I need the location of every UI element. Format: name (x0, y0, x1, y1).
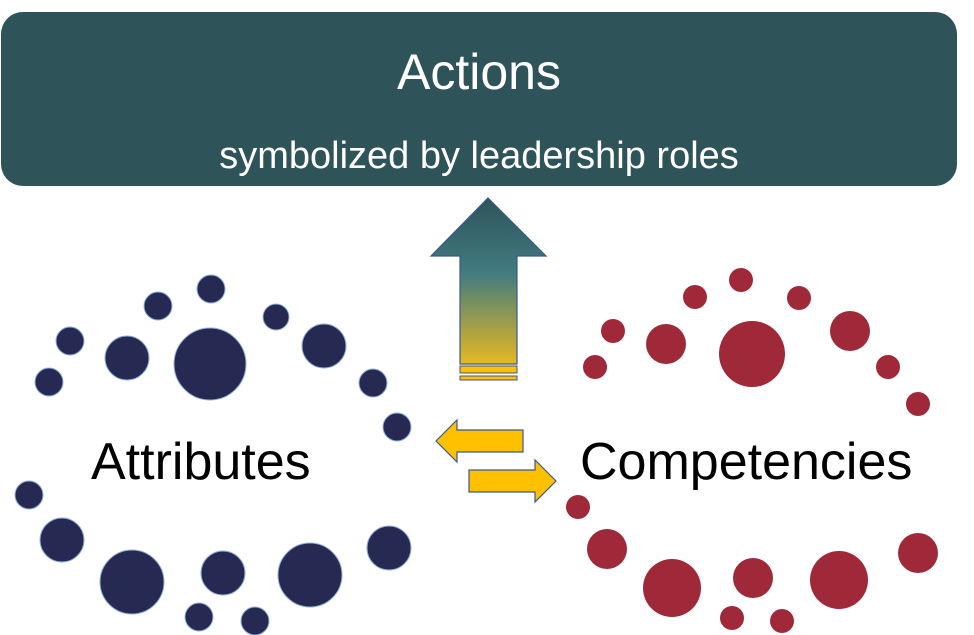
attributes-dots (14, 274, 412, 635)
banner-subtitle: symbolized by leadership roles (219, 135, 739, 177)
banner-title: Actions (397, 44, 561, 100)
right-arrow-icon (468, 458, 557, 504)
competencies-label: Competencies (580, 433, 913, 491)
competencies-dots (566, 268, 938, 633)
up-arrow-icon (429, 197, 548, 381)
attributes-label: Attributes (91, 433, 311, 491)
actions-banner: Actions symbolized by leadership roles (1, 12, 957, 186)
left-arrow-icon (435, 418, 524, 464)
